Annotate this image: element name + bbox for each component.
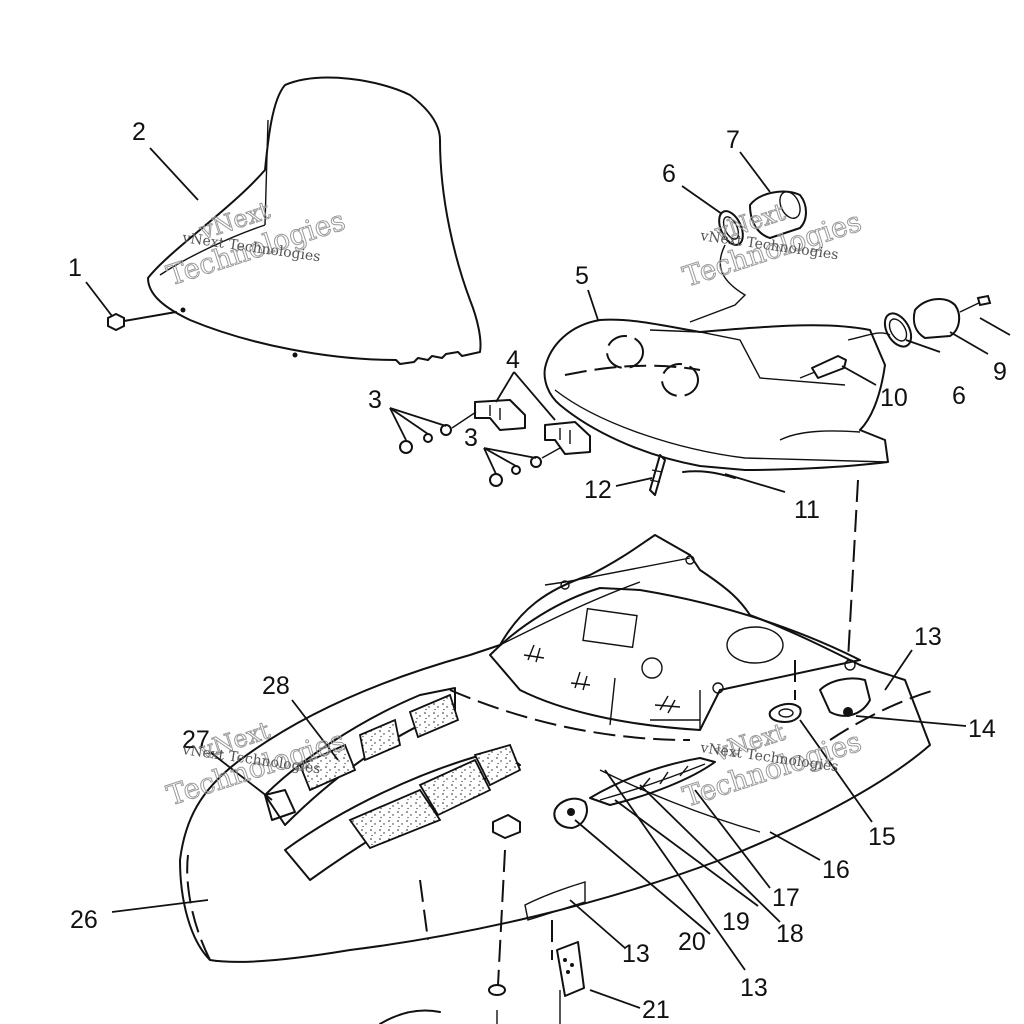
callout-10: 10 (880, 384, 908, 412)
gauge-wire (689, 244, 891, 341)
leader-lines (85, 147, 1011, 1009)
callout-6-upper: 6 (662, 160, 676, 188)
callout-20: 20 (678, 928, 706, 956)
callout-21: 21 (642, 996, 670, 1024)
callout-labels: 2 1 3 3 4 5 6 6 7 9 10 11 12 13 13 13 14… (68, 118, 1007, 1024)
callout-11: 11 (794, 496, 820, 524)
hood-rivet-front (492, 814, 521, 839)
strap-11 (682, 470, 736, 479)
alignment-line (847, 479, 859, 661)
knob-20 (553, 797, 588, 830)
callout-14: 14 (968, 715, 996, 743)
callout-2: 2 (132, 118, 146, 146)
right-side-panel (768, 677, 871, 723)
callout-13-top: 13 (914, 623, 942, 651)
fastener-set-lower (489, 447, 561, 487)
callout-17: 17 (772, 884, 800, 912)
callout-5: 5 (575, 262, 589, 290)
latch-21 (551, 920, 585, 1024)
hood-latch-pin (379, 849, 506, 1024)
callout-4: 4 (506, 346, 520, 374)
hood (179, 534, 936, 963)
windshield (147, 76, 482, 365)
callout-7: 7 (726, 126, 740, 154)
callout-3-upper: 3 (368, 386, 382, 414)
windshield-brackets (474, 399, 591, 455)
callout-13-mid: 13 (622, 940, 650, 968)
fastener-set-upper (399, 411, 477, 454)
gauge-upper (718, 190, 807, 246)
callout-26: 26 (70, 906, 98, 934)
callout-13-bottom: 13 (740, 974, 768, 1002)
callout-18: 18 (776, 920, 804, 948)
decal-13 (524, 881, 586, 921)
vent-assembly (589, 757, 716, 806)
callout-6-right: 6 (952, 382, 966, 410)
cable-12 (649, 454, 666, 496)
callout-27: 27 (182, 726, 210, 754)
switch-10 (799, 355, 847, 379)
callout-3-lower: 3 (464, 424, 478, 452)
callout-19: 19 (722, 908, 750, 936)
gauge-right (883, 294, 992, 348)
callout-28: 28 (262, 672, 290, 700)
callout-12: 12 (584, 476, 612, 504)
callout-9: 9 (993, 358, 1007, 386)
callout-15: 15 (868, 823, 896, 851)
console-panel (543, 318, 889, 471)
callout-16: 16 (822, 856, 850, 884)
windshield-screw (107, 311, 177, 332)
callout-1: 1 (68, 254, 82, 282)
